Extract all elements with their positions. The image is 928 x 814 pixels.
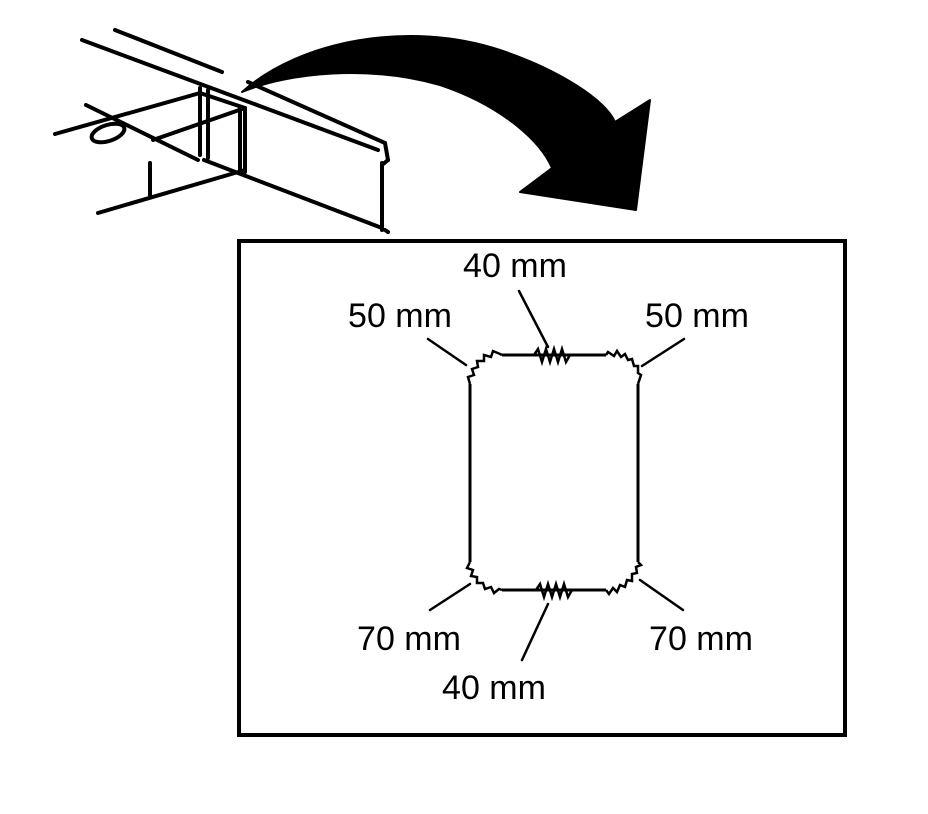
label-bottom-center: 40 mm xyxy=(442,669,546,707)
label-bottom-right: 70 mm xyxy=(649,620,753,658)
label-top-left: 50 mm xyxy=(348,297,452,335)
leader-lines xyxy=(426,289,686,662)
label-top-right: 50 mm xyxy=(645,297,749,335)
detail-box xyxy=(237,239,847,737)
cut-zigzags xyxy=(465,344,644,602)
curved-arrow-icon xyxy=(241,35,651,211)
frame-rail-illustration xyxy=(53,28,390,234)
cutout-outline xyxy=(468,353,640,592)
label-bottom-left: 70 mm xyxy=(357,620,461,658)
label-top-center: 40 mm xyxy=(463,247,567,285)
